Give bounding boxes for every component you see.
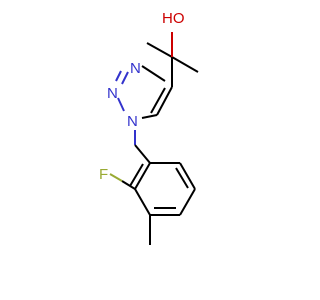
bond-c5-n1 bbox=[141, 114, 158, 119]
bond-c-methyl-right bbox=[171, 56, 199, 73]
bond-ar5-inner bbox=[175, 167, 189, 189]
bond-ar-f bbox=[109, 173, 123, 182]
bond-c4-c5-double-a bbox=[156, 86, 173, 116]
bond-ar1 bbox=[134, 162, 151, 190]
atom-nitrogen-ring: N bbox=[127, 113, 138, 130]
atom-nitrogen-top: N bbox=[130, 60, 141, 77]
bond-ar5 bbox=[179, 162, 196, 190]
bond-n2-n3-double-a bbox=[121, 71, 129, 85]
bond-n2-n3-double-b bbox=[115, 70, 122, 82]
bond-ar-f-c bbox=[121, 180, 136, 190]
atom-fluorine: F bbox=[99, 166, 108, 183]
bond-ar2 bbox=[134, 188, 151, 216]
bond-n1-phenyl-c bbox=[134, 144, 151, 164]
molecule-diagram: HO N N N F bbox=[99, 10, 199, 245]
bond-ar1-inner bbox=[129, 163, 144, 187]
bond-n3-c4 bbox=[141, 65, 166, 82]
bond-n1-n2 bbox=[117, 97, 125, 112]
bond-c-methyl-left bbox=[146, 42, 173, 58]
atom-nitrogen-mid: N bbox=[107, 85, 118, 102]
bond-c4-c5-double-b bbox=[150, 87, 166, 114]
bond-ar4 bbox=[179, 188, 196, 216]
atom-hydroxyl: HO bbox=[162, 10, 185, 27]
structure-svg: HO N N N F bbox=[99, 10, 199, 245]
